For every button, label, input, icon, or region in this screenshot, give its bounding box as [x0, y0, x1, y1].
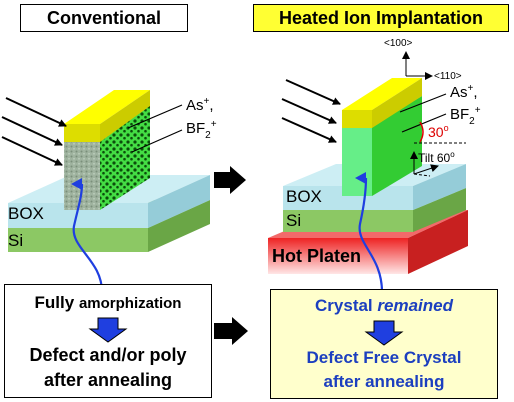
left-gate-side: [100, 90, 150, 142]
title-heated-ion-implantation: Heated Ion Implantation: [253, 4, 509, 32]
tilt-sketch: [410, 151, 439, 177]
left-ion-label-pointers: [127, 104, 183, 153]
right-fin-side: [372, 96, 422, 196]
left-layer-box: BOX: [8, 204, 44, 223]
platen-side: [408, 210, 468, 274]
left-ion-bf2: BF2+: [186, 119, 217, 141]
left-fin-side-implanted: [100, 104, 150, 210]
left-box-front: [8, 203, 148, 228]
right-ion-as: As+,: [450, 83, 478, 101]
conventional-result-word-fully: Fully: [34, 293, 79, 312]
left-box-side: [148, 175, 210, 228]
heated-result-line1: Crystal remained: [271, 296, 497, 316]
heated-result-word-crystal: Crystal: [315, 296, 378, 315]
left-layer-si: Si: [8, 231, 23, 250]
right-box-front: [283, 186, 413, 210]
angle-30-label: 30o: [428, 123, 449, 140]
crystal-axes: [402, 51, 433, 80]
right-gate-top: [342, 78, 422, 110]
right-ion-beam-arrows: [281, 79, 341, 143]
tilt-label: Tilt 60o: [418, 150, 455, 165]
left-ion-beam-arrows: [1, 97, 67, 166]
left-si-side: [148, 200, 210, 252]
right-ion-arrow: [281, 117, 337, 143]
heated-result-box: Crystal remained Defect Free Crystal aft…: [270, 289, 498, 399]
left-ion-arrow: [1, 116, 63, 146]
conventional-result-box: Fully amorphization Defect and/or poly a…: [4, 284, 212, 398]
heated-down-arrow: [364, 320, 404, 346]
left-pointer-line: [131, 129, 183, 153]
left-fin: [64, 90, 150, 210]
right-gate-side: [372, 78, 422, 128]
left-gate-front: [64, 124, 100, 142]
right-si-front: [283, 210, 413, 232]
angle-arc: [419, 121, 424, 143]
right-si-side: [413, 188, 466, 232]
left-blue-pointer: [71, 178, 104, 293]
left-ion-as: As+,: [186, 96, 214, 114]
conventional-result-word-amorphization: amorphization: [78, 295, 182, 312]
conventional-down-arrow: [88, 317, 128, 343]
title-conventional: Conventional: [20, 4, 188, 32]
conventional-result-line3: after annealing: [43, 370, 173, 390]
left-fin-front-amorphous: [64, 140, 100, 210]
left-si-front: [8, 228, 148, 252]
right-fin-front-crystal: [342, 126, 372, 196]
conventional-result-line1: Fully amorphization: [5, 293, 211, 313]
tilt-axis-dashed: [413, 173, 431, 177]
right-pointer-line: [399, 93, 447, 113]
heated-result-line3: after annealing: [323, 372, 445, 391]
heated-result-line2: Defect Free Crystal: [306, 348, 462, 367]
right-box-side: [413, 164, 466, 210]
right-ion-bf2: BF2+: [450, 105, 481, 127]
right-layer-si: Si: [286, 211, 301, 230]
right-ion-label-pointers: [399, 93, 447, 133]
right-ion-arrow: [285, 79, 341, 105]
right-layer-box: BOX: [286, 187, 322, 206]
right-pointer-line: [401, 113, 447, 133]
conventional-result-line2: Defect and/or poly: [29, 345, 187, 365]
right-ion-arrow: [281, 98, 337, 124]
heated-result-word-remained: remained: [377, 296, 453, 315]
direction-110-label: <110>: [434, 71, 462, 82]
platen-label: Hot Platen: [272, 246, 361, 266]
middle-arrow-bottom: [214, 317, 248, 345]
right-gate-front: [342, 110, 372, 128]
platen-front: [268, 238, 408, 274]
left-pointer-line: [127, 104, 183, 129]
left-ion-arrow: [5, 97, 67, 127]
middle-arrow-top: [214, 166, 246, 194]
right-blue-pointer: [355, 172, 384, 293]
left-gate-top: [64, 90, 150, 124]
left-ion-arrow: [1, 136, 63, 166]
tilt-axis-horizontal: [413, 164, 439, 175]
direction-100-label: <100>: [384, 38, 413, 49]
